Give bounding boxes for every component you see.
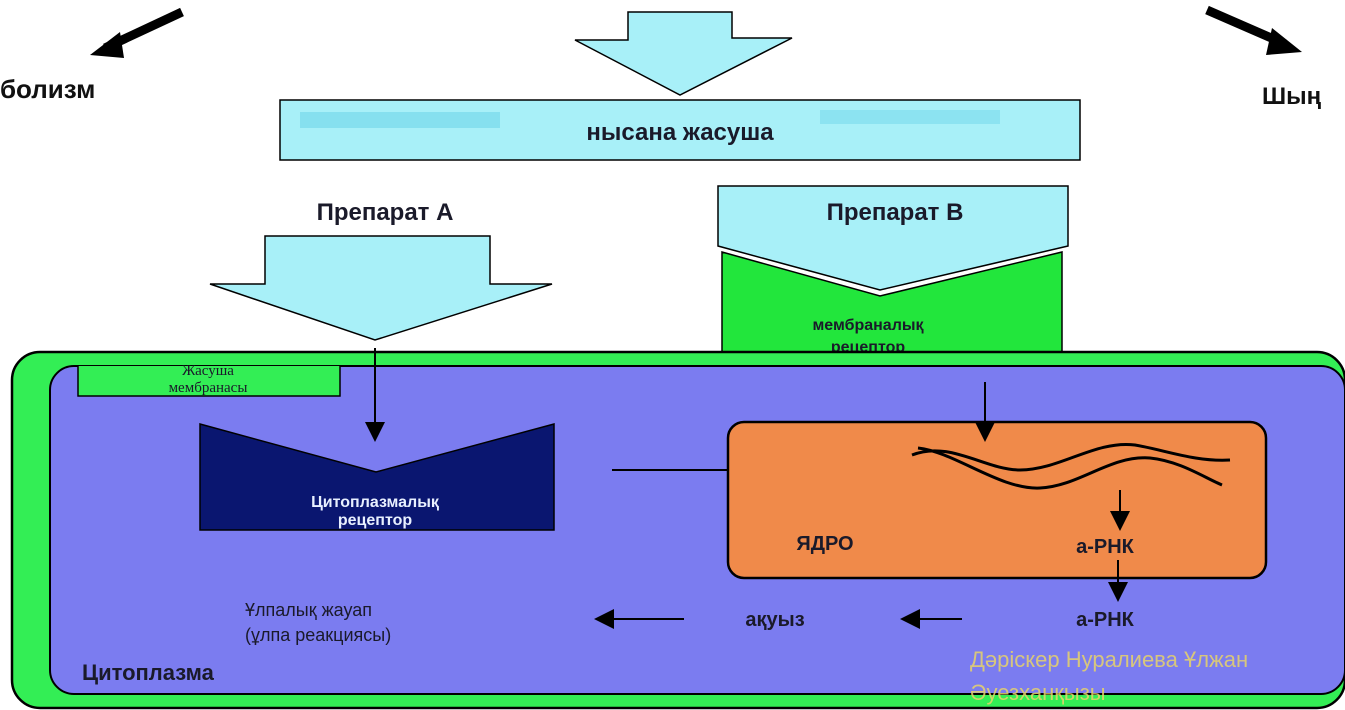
drug-b-shape (717, 185, 1069, 291)
watermark-line1: Дәріскер Нуралиева Ұлжан (970, 647, 1248, 672)
nucleus (726, 420, 1268, 580)
protein-label: ақуыз (745, 609, 804, 631)
tissue-response-line1: Ұлпалық жауап (245, 600, 372, 620)
watermark-line2: Әуезханқызы (970, 680, 1106, 705)
cytoplasm-label: Цитоплазма (82, 660, 215, 685)
tissue-response-line2: (ұлпа реакциясы) (245, 625, 391, 645)
right-top-label: Шың (1262, 83, 1322, 110)
cell-membrane-line1: Жасуша (182, 363, 234, 379)
top-right-arrow (1205, 5, 1302, 55)
cell-membrane-line2: мембранасы (169, 380, 248, 396)
drug-a-arrow (209, 235, 553, 341)
mrna-outer-label: а-РНК (1076, 609, 1135, 631)
nucleus-label: ЯДРО (796, 533, 853, 555)
cyto-receptor-line1: Цитоплазмалық (311, 494, 440, 511)
cytoplasmic-receptor (199, 423, 555, 531)
membrane-receptor (721, 251, 1063, 367)
dna-strand-1 (911, 442, 1231, 472)
drug-b-label: Препарат В (827, 199, 964, 226)
membrane-receptor-line1: мембраналық (812, 317, 924, 334)
dna-strand-2 (917, 446, 1223, 490)
top-left-arrow (90, 7, 184, 58)
mrna-inner-label: а-РНК (1076, 536, 1135, 558)
drug-a-label: Препарат А (317, 199, 454, 226)
top-down-arrow (574, 11, 793, 96)
cell-membrane-tab (77, 366, 341, 397)
cyto-receptor-line2: рецептор (338, 512, 412, 529)
target-cell-label: нысана жасуша (586, 119, 774, 146)
left-top-label: болизм (0, 74, 95, 104)
